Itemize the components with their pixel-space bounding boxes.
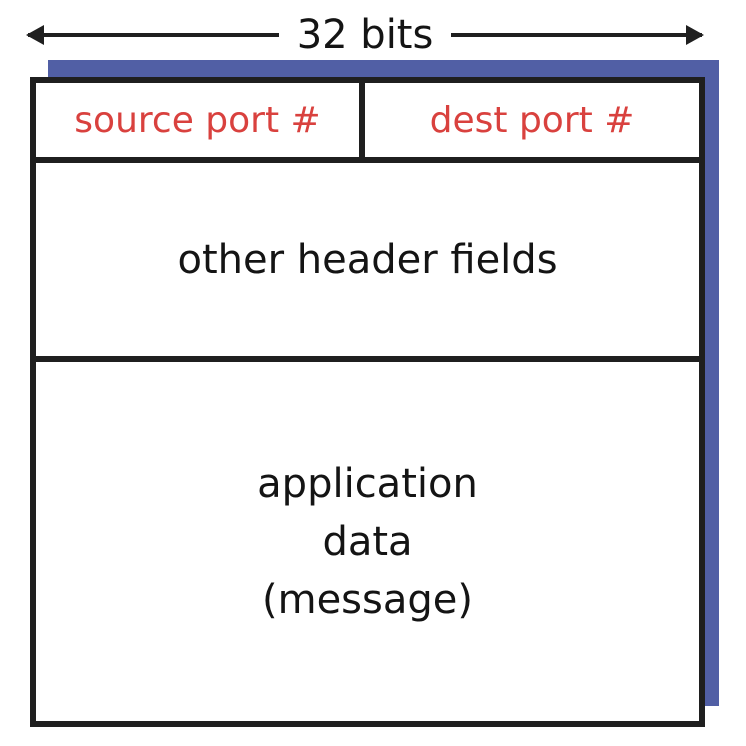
application-data-row: application data (message) [36,362,699,721]
right-arrow-icon [451,33,703,37]
left-arrow-icon [28,33,279,37]
segment-box: source port # dest port # other header f… [30,77,705,727]
ports-row: source port # dest port # [36,83,699,163]
application-data-line-2: data [322,518,413,565]
application-data-line-3: (message) [262,576,473,623]
application-data-line-1: application [257,460,478,507]
width-annotation: 32 bits [28,12,703,58]
source-port-field: source port # [36,83,365,157]
dest-port-label: dest port # [429,99,635,141]
other-header-fields-row: other header fields [36,163,699,362]
source-port-label: source port # [74,99,321,141]
width-label: 32 bits [296,12,434,58]
other-header-fields-label: other header fields [177,236,558,283]
dest-port-field: dest port # [365,83,699,157]
